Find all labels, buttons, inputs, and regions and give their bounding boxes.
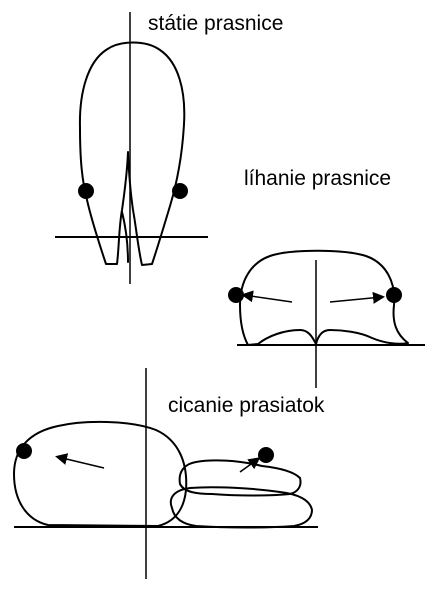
suckling-piglet-arrow — [240, 459, 258, 472]
standing-left-marker — [78, 183, 94, 199]
standing-sow-outline — [80, 43, 184, 266]
lying-sow-figure — [228, 251, 425, 388]
suckling-sow-arrow — [58, 457, 104, 468]
label-standing: státie prasnice — [148, 13, 283, 34]
label-lying: líhanie prasnice — [244, 168, 391, 189]
suckling-sow-outline — [14, 422, 186, 526]
standing-sow-figure — [55, 12, 208, 284]
suckling-sow-marker — [16, 443, 32, 459]
lying-right-marker — [386, 287, 402, 303]
piglet-upper-outline — [180, 460, 301, 495]
label-suckling: cicanie prasiatok — [168, 395, 324, 416]
suckling-piglet-marker — [258, 447, 274, 463]
standing-right-marker — [172, 183, 188, 199]
lying-left-arrow — [244, 295, 292, 302]
lying-left-marker — [228, 287, 244, 303]
piglet-lower-outline — [171, 487, 312, 527]
lying-right-arrow — [330, 297, 382, 302]
